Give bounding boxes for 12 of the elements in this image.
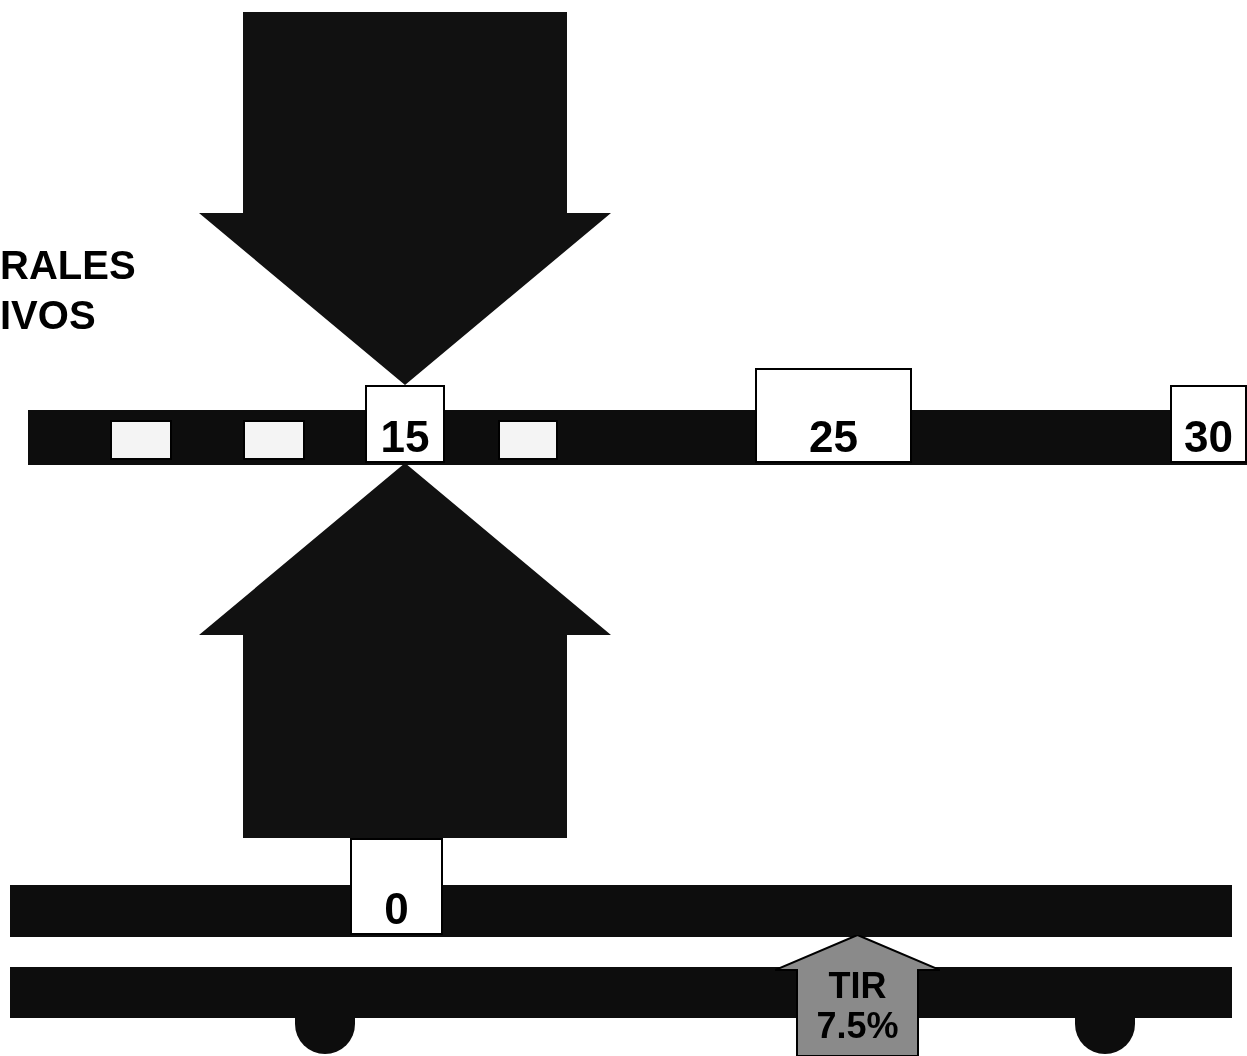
timeline-bar — [10, 885, 1232, 937]
block-arrow — [199, 12, 611, 385]
heading-fragment: RALES IVOS — [0, 242, 137, 339]
block-arrow — [199, 463, 611, 838]
marker-box — [110, 420, 172, 460]
value-box: 30 — [1170, 385, 1247, 463]
value-box: 15 — [365, 385, 445, 463]
value-box: 25 — [755, 368, 912, 463]
marker-box — [243, 420, 305, 460]
rate-label: TIR 7.5% — [815, 965, 900, 1046]
marker-box — [498, 420, 558, 460]
value-box: 0 — [350, 838, 443, 935]
